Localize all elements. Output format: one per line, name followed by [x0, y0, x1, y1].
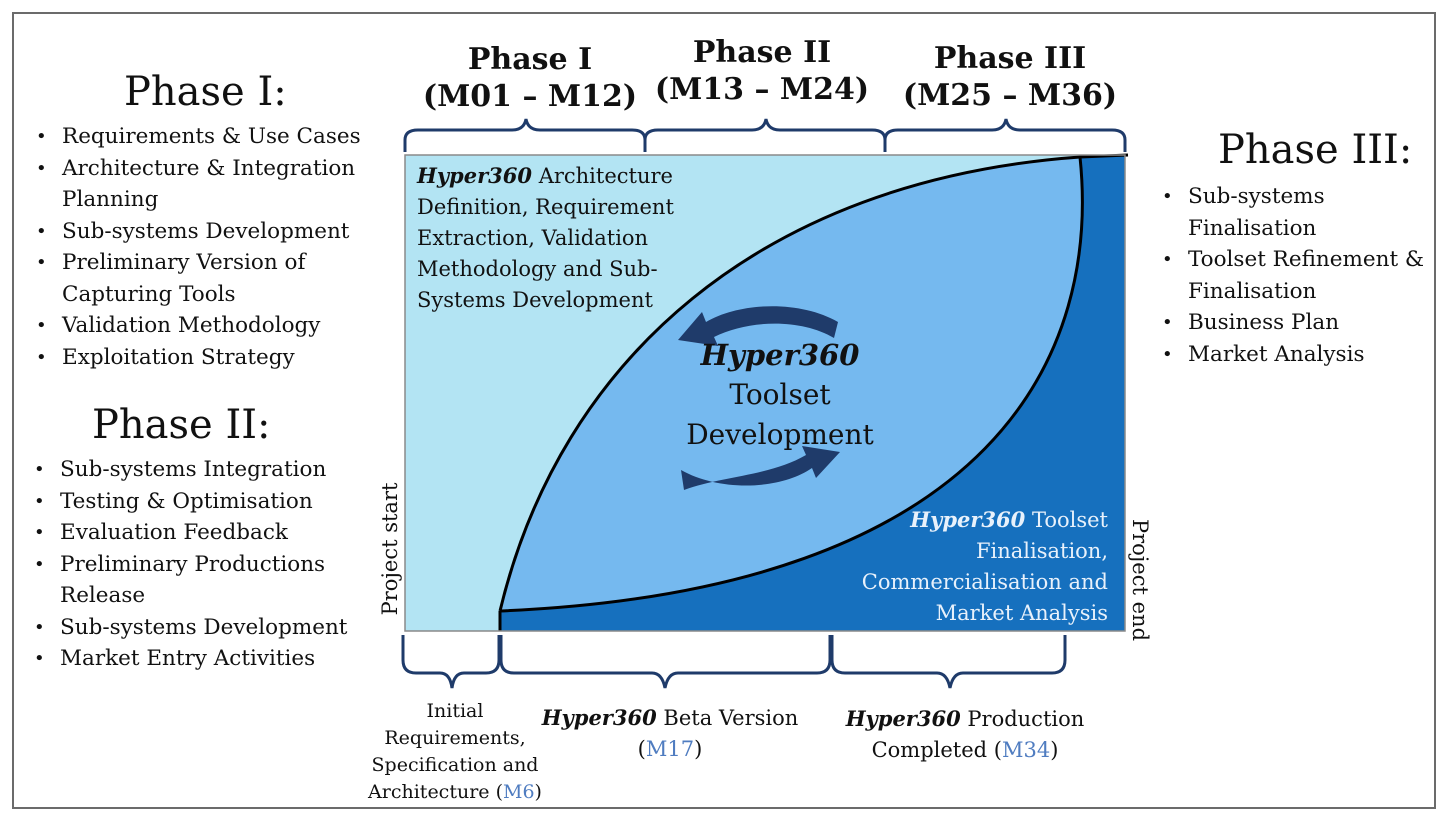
list-item: Sub-systems Development [32, 216, 377, 248]
phase-name: Phase III [933, 41, 1087, 76]
phase-months: (M01 – M12) [422, 79, 638, 114]
list-item: Exploitation Strategy [32, 342, 377, 374]
list-item: Validation Methodology [32, 310, 377, 342]
region-dark [500, 155, 1125, 631]
center-line-2: Development [686, 418, 874, 451]
list-item: Sub-systems Finalisation [1158, 181, 1428, 244]
region-bottom-right-text: Hyper360 Toolset Finalisation, Commercia… [830, 504, 1108, 629]
brace-phase1 [403, 118, 647, 152]
list-item: Sub-systems Integration [30, 454, 350, 486]
list-item: Requirements & Use Cases [32, 121, 377, 153]
bottom-right-line-3: Commercialisation and [861, 570, 1108, 594]
upper-curve [498, 153, 1129, 612]
phase3-title: Phase III: [1218, 127, 1413, 173]
brand-label: Hyper360 [541, 705, 657, 730]
milestone-line-2: Completed ( [871, 738, 1002, 762]
milestone-line-1: Beta Version [663, 706, 799, 730]
phase3-list: Sub-systems Finalisation Toolset Refinem… [1158, 181, 1428, 370]
rotate-arrow-bottom-icon [681, 446, 840, 490]
brand-label: Hyper360 [700, 338, 860, 372]
list-item: Preliminary Productions Release [30, 549, 350, 612]
brand-label: Hyper360 [417, 163, 532, 188]
brace-production [830, 635, 1067, 689]
milestone-open: ( [637, 737, 646, 761]
phase1-title: Phase I: [124, 69, 287, 115]
phase2-title: Phase II: [92, 402, 271, 448]
list-item: Market Analysis [1158, 339, 1428, 371]
region-top-left-text: Hyper360 Architecture Definition, Requir… [417, 160, 692, 316]
milestone-production: Hyper360 Production Completed (M34) [815, 703, 1115, 766]
phase-header-1: Phase I (M01 – M12) [420, 41, 640, 115]
list-item: Market Entry Activities [30, 643, 350, 675]
milestone-close: ) [694, 737, 703, 761]
phase2-list: Sub-systems Integration Testing & Optimi… [30, 454, 350, 675]
list-item: Evaluation Feedback [30, 517, 350, 549]
phase-header-2: Phase II (M13 – M24) [652, 34, 872, 108]
brand-label: Hyper360 [845, 706, 961, 731]
brand-label: Hyper360 [910, 507, 1026, 532]
brace-initial [401, 635, 501, 689]
list-item: Business Plan [1158, 307, 1428, 339]
bottom-right-line-4: Market Analysis [935, 601, 1108, 625]
milestone-code: M6 [502, 781, 535, 803]
center-label: Hyper360 Toolset Development [660, 335, 900, 455]
region-description: Architecture Definition, Requirement Ext… [417, 164, 674, 312]
list-item: Toolset Refinement & Finalisation [1158, 244, 1428, 307]
list-item: Architecture & Integration Planning [32, 153, 377, 216]
center-line-1: Toolset [729, 378, 831, 411]
chart-border [404, 154, 1126, 632]
lower-curve [499, 156, 1084, 613]
phase-months: (M13 – M24) [654, 72, 870, 107]
phase-name: Phase II [692, 35, 832, 70]
brace-phase3 [883, 118, 1127, 152]
milestone-beta: Hyper360 Beta Version (M17) [520, 702, 820, 765]
rotate-arrow-top-icon [678, 306, 838, 346]
project-start-label: Project start [378, 482, 402, 616]
milestone-line-2: Requirements, [384, 727, 526, 749]
phase-header-3: Phase III (M25 – M36) [900, 40, 1120, 114]
milestone-line-4: Architecture ( [368, 781, 503, 803]
phase-name: Phase I [467, 42, 593, 77]
list-item: Sub-systems Development [30, 612, 350, 644]
project-end-label: Project end [1128, 518, 1152, 642]
milestone-code: M34 [1001, 738, 1051, 762]
milestone-close: ) [534, 781, 542, 803]
milestone-close: ) [1050, 738, 1059, 762]
brace-beta [499, 635, 832, 689]
list-item: Testing & Optimisation [30, 486, 350, 518]
region-middle [500, 157, 1083, 611]
bottom-right-line-1: Toolset [1031, 508, 1108, 532]
brace-phase2 [643, 118, 887, 152]
phase1-list: Requirements & Use Cases Architecture & … [32, 121, 377, 373]
milestone-line-1: Production [967, 707, 1085, 731]
bottom-right-line-2: Finalisation, [975, 539, 1108, 563]
milestone-line-1: Initial [426, 700, 484, 722]
phase-months: (M25 – M36) [902, 78, 1118, 113]
diagram-frame [12, 12, 1436, 809]
list-item: Preliminary Version of Capturing Tools [32, 247, 377, 310]
milestone-initial: Initial Requirements, Specification and … [360, 698, 550, 806]
milestone-code: M17 [645, 737, 695, 761]
milestone-line-3: Specification and [371, 754, 539, 776]
